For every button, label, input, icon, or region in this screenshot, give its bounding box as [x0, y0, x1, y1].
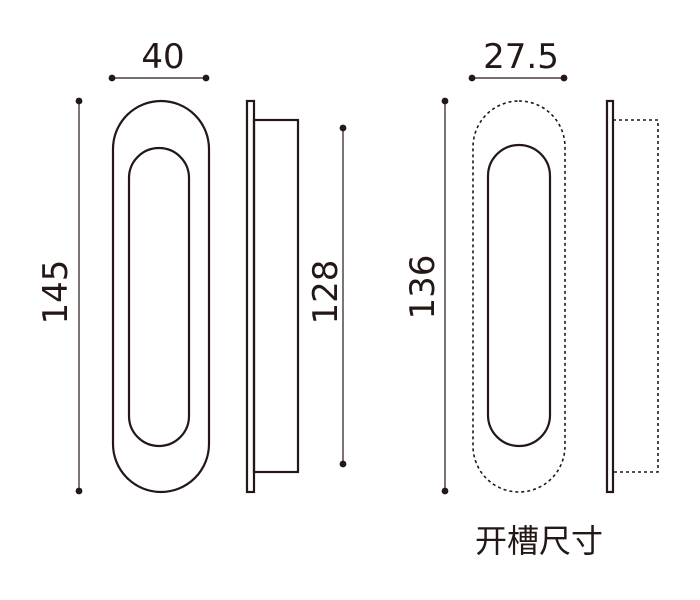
cutout-side-view: [605, 99, 659, 494]
cutout-side-flange: [605, 99, 615, 494]
cutout-side-dashed-body: [612, 119, 659, 473]
handle-front-view: [111, 99, 211, 494]
body-height-label: 128: [306, 260, 346, 325]
height-dimension-cutout: 136: [403, 97, 449, 495]
height-dimension-body: 128: [306, 124, 347, 468]
cutout-height-label: 136: [403, 255, 443, 320]
cutout-front-view: [472, 100, 566, 493]
cutout-dashed-outline: [472, 100, 566, 493]
handle-width-label: 40: [141, 37, 184, 77]
cutout-caption: 开槽尺寸: [475, 522, 603, 560]
width-dimension-handle: 40: [108, 37, 210, 82]
width-dimension-cutout: 27.5: [468, 37, 568, 82]
height-dimension-handle: 145: [36, 97, 83, 495]
handle-outer-outline: [111, 99, 211, 494]
handle-side-view: [245, 99, 300, 494]
handle-inner-recess: [127, 146, 191, 448]
cutout-inner-recess: [486, 143, 552, 448]
handle-height-label: 145: [36, 260, 76, 325]
side-body: [252, 118, 300, 474]
cutout-width-label: 27.5: [483, 37, 559, 77]
